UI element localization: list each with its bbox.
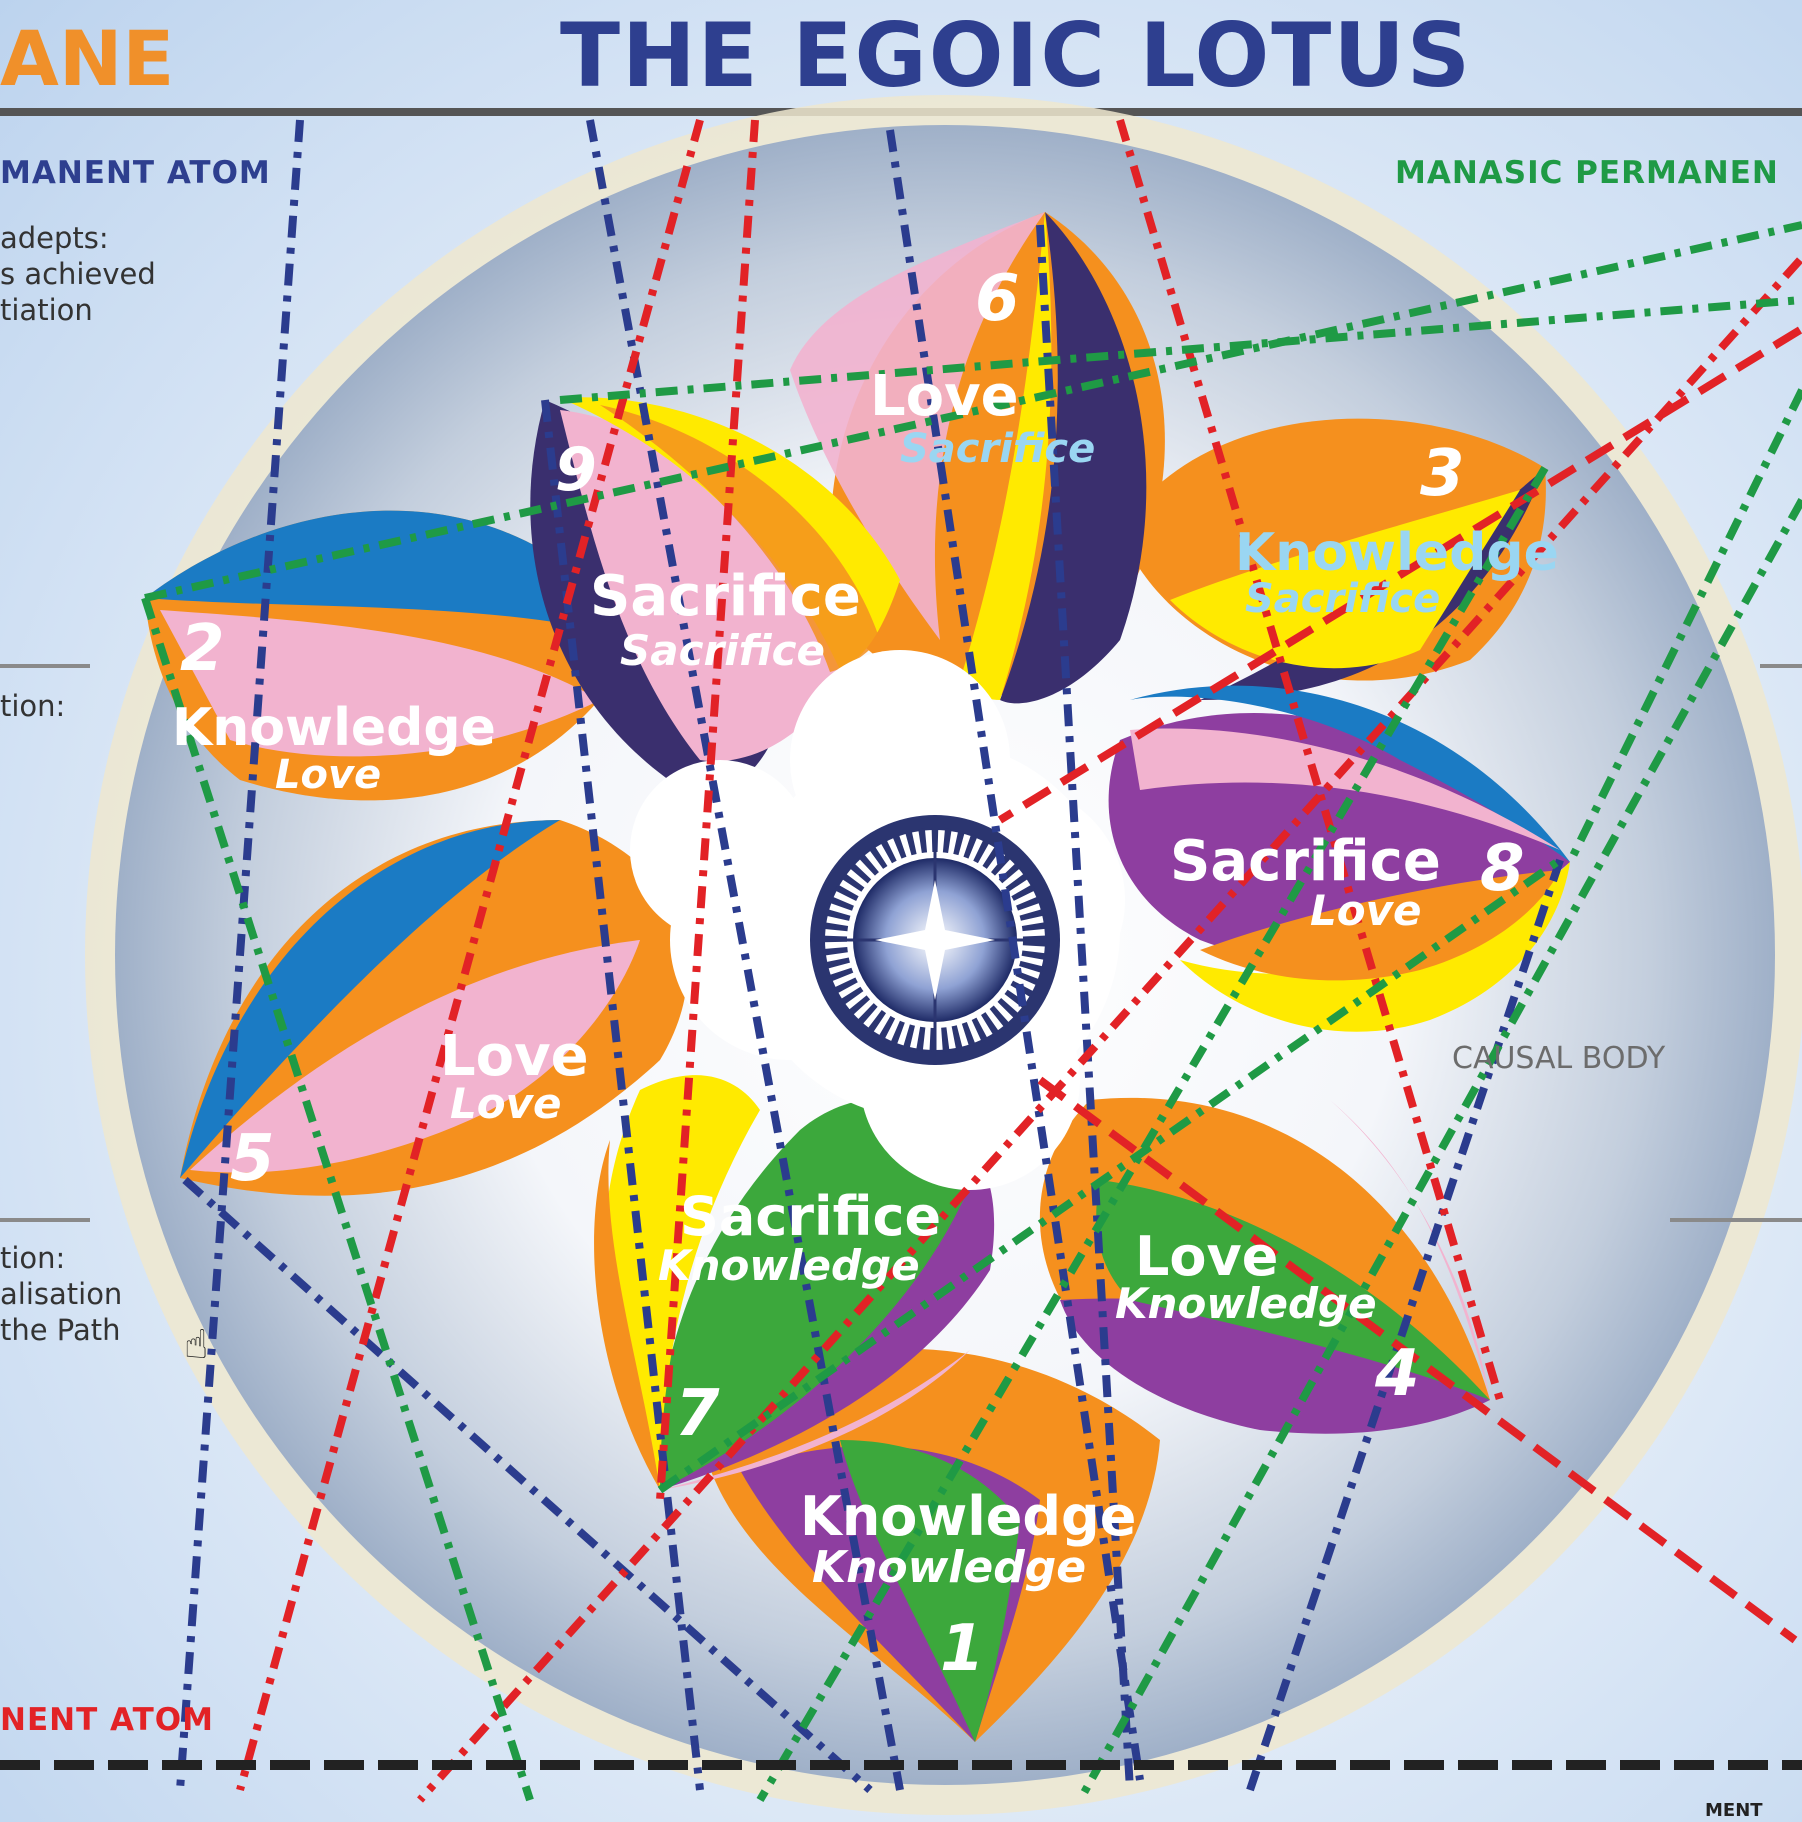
- petal-number-3: 3: [1420, 437, 1465, 511]
- petal-5-primary: Love: [440, 1024, 589, 1089]
- petal-1-primary: Knowledge: [800, 1485, 1136, 1548]
- right-divider-upper: [1760, 664, 1802, 668]
- left-divider-lower: [0, 1218, 90, 1222]
- outer-petal-1: [700, 1348, 1160, 1742]
- petal-3-secondary: Sacrifice: [1245, 576, 1440, 622]
- petal-6-primary: Love: [870, 364, 1019, 429]
- petal-number-2: 2: [180, 612, 225, 686]
- bottom-right-fragment: MENT: [1705, 1800, 1763, 1821]
- permanent-atom-lower-label: NENT ATOM: [0, 1702, 214, 1738]
- middle-petal-6: [790, 212, 1165, 704]
- petal-labels: 6 Love Sacrifice 9 Sacrifice Sacrifice 3…: [172, 262, 1559, 1686]
- inner-petal-8: [1108, 685, 1570, 1032]
- inner-petal-7: [594, 1075, 995, 1490]
- petal-number-1: 1: [940, 1612, 985, 1686]
- petal-5-secondary: Love: [450, 1079, 561, 1128]
- petal-number-5: 5: [230, 1122, 275, 1196]
- outer-petal-3: [1120, 418, 1546, 700]
- lower-line-1: tion:: [0, 1241, 66, 1275]
- causal-body-label: CAUSAL BODY: [1452, 1041, 1666, 1076]
- petal-6-secondary: Sacrifice: [900, 426, 1095, 472]
- adepts-line-1: adepts:: [0, 221, 109, 255]
- plane-title-fragment: ANE: [0, 14, 175, 103]
- petal-number-8: 8: [1480, 832, 1525, 906]
- petal-8-secondary: Love: [1310, 886, 1421, 935]
- page-title: THE EGOIC LOTUS: [560, 4, 1473, 107]
- construction-lines: [141, 118, 1802, 1803]
- petal-7-primary: Sacrifice: [680, 1185, 941, 1248]
- petal-8-primary: Sacrifice: [1170, 829, 1441, 894]
- lower-line-2: alisation: [0, 1277, 123, 1311]
- adepts-line-3: tiation: [0, 293, 93, 327]
- petal-1-secondary: Knowledge: [812, 1542, 1086, 1593]
- petal-9-secondary: Sacrifice: [620, 626, 825, 675]
- petal-7-secondary: Knowledge: [658, 1241, 920, 1290]
- middle-section-label: tion:: [0, 689, 66, 723]
- petal-number-9: 9: [555, 435, 597, 505]
- manasic-permanent-label: MANASIC PERMANEN: [1395, 155, 1779, 191]
- permanent-atom-upper-label: MANENT ATOM: [0, 155, 271, 191]
- lower-line-3: the Path: [0, 1313, 121, 1347]
- right-divider-lower: [1670, 1218, 1802, 1222]
- petal-3-primary: Knowledge: [1235, 523, 1559, 583]
- left-divider-upper: [0, 664, 90, 668]
- petal-number-4: 4: [1374, 1337, 1420, 1411]
- petal-9-primary: Sacrifice: [590, 564, 861, 629]
- hand-cursor-icon: ☝: [184, 1322, 209, 1368]
- petal-2-secondary: Love: [275, 752, 381, 798]
- petal-2-primary: Knowledge: [172, 698, 496, 758]
- adepts-line-2: s achieved: [0, 257, 156, 291]
- jewel-in-lotus-icon: [810, 815, 1060, 1065]
- petal-number-6: 6: [975, 262, 1020, 336]
- petal-4-secondary: Knowledge: [1115, 1279, 1377, 1328]
- petal-number-7: 7: [675, 1377, 720, 1451]
- petal-4-primary: Love: [1135, 1225, 1278, 1288]
